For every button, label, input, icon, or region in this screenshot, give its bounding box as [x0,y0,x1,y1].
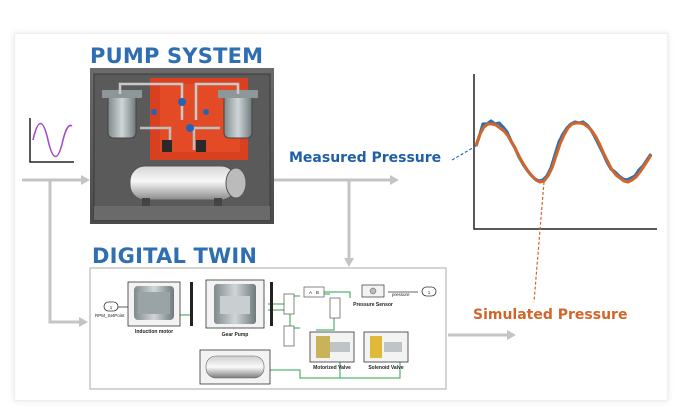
pressure-sensor-block: Pressure Sensor pressure [353,284,410,308]
motorized-valve-block: Motorized Valve [309,331,355,371]
simulated-leader-line [533,181,545,303]
simulink-model: 1 RPM_SetPoint Induction motor Gear Pump [89,267,447,390]
pressure-signal-label: pressure [392,292,410,297]
port-blocks: A B [283,286,341,347]
input-signal-icon [29,118,74,163]
pressure-plot [451,74,657,303]
solenoid-valve-label: Solenoid Valve [368,365,404,371]
gear-pump-label: Gear Pump [222,332,249,338]
measured-leader-line [451,145,477,161]
digital-twin-heading: DIGITAL TWIN [92,244,258,268]
outport-number: 1 [428,290,431,295]
pump-system-photo [90,68,274,224]
inport-label: RPM_SetPoint [95,313,125,318]
simulated-pressure-label: Simulated Pressure [473,307,628,323]
motor-right [223,93,253,139]
motor-left [107,93,137,139]
branch-to-twin-arrow [48,180,80,324]
flow-arrows [22,175,516,340]
tank-block [199,349,271,385]
port-a-label: A [309,290,312,295]
simulated-pressure-series [474,121,653,184]
motorized-valve-label: Motorized Valve [313,365,351,371]
pump-system-heading: PUMP SYSTEM [90,44,264,68]
inport-number: 1 [110,305,113,310]
gear-pump-block: Gear Pump [205,279,265,338]
measured-pressure-label: Measured Pressure [289,150,442,166]
pressure-tank [129,165,237,201]
plot-axes [473,74,657,230]
solenoid-valve-block: Solenoid Valve [363,331,409,371]
induction-motor-block: Induction motor [127,281,181,335]
pressure-sensor-label: Pressure Sensor [353,302,393,308]
port-b-label: B [316,290,319,295]
induction-motor-label: Induction motor [135,329,173,335]
